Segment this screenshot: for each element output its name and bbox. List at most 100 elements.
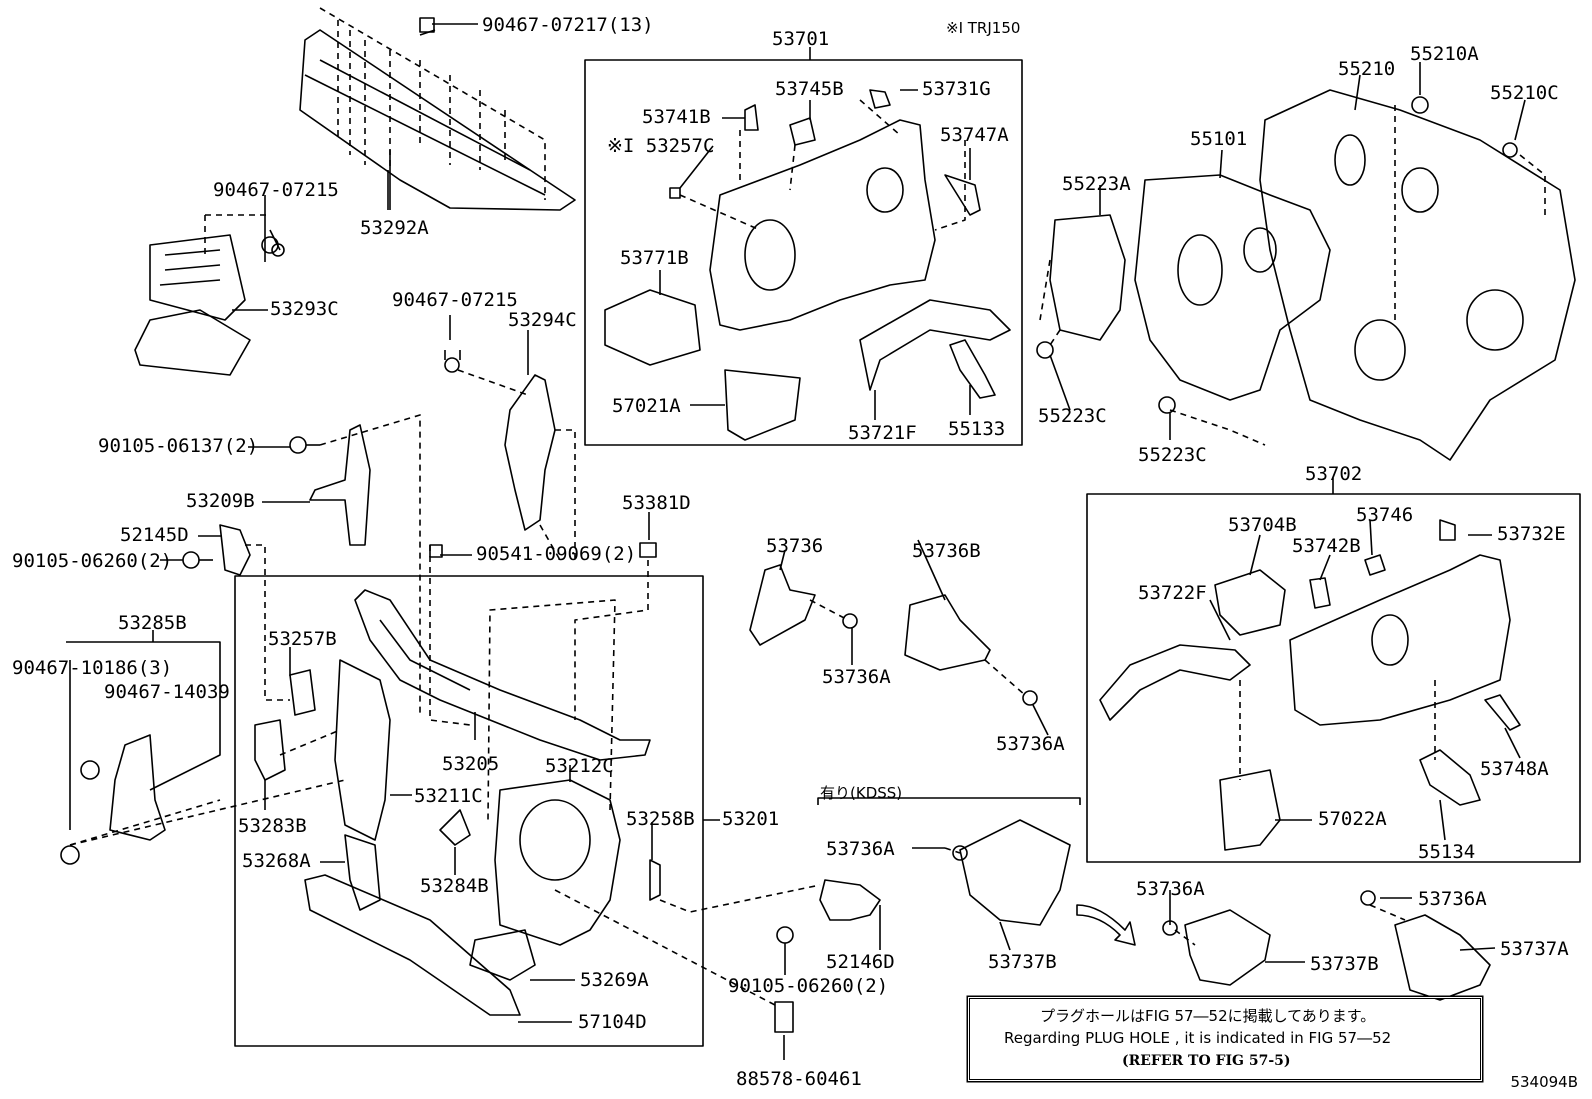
label-53701: 53701 <box>772 28 830 50</box>
part-53212C <box>494 779 621 946</box>
label-53771B: 53771B <box>620 247 689 269</box>
label-52146D: 52146D <box>826 951 895 973</box>
part-55134 <box>1419 749 1481 806</box>
label-53268A: 53268A <box>242 850 311 872</box>
part-53702-apron <box>1289 554 1511 726</box>
leader-lines <box>160 23 1526 1060</box>
label-55210A: 55210A <box>1410 43 1479 65</box>
label-90467-07215-a: 90467-07215 <box>213 179 339 201</box>
label-55210C: 55210C <box>1490 82 1559 104</box>
label-53257B: 53257B <box>268 628 337 650</box>
part-53731G <box>869 89 891 109</box>
part-53737B-a <box>959 819 1071 926</box>
label-53702: 53702 <box>1305 463 1363 485</box>
label-53736A-e: 53736A <box>1418 888 1487 910</box>
part-53741B <box>744 104 759 131</box>
part-57104D <box>304 874 521 1016</box>
diagram-code: 534094B <box>1510 1073 1578 1091</box>
label-53211C: 53211C <box>414 785 483 807</box>
label-55223C-a: 55223C <box>1038 405 1107 427</box>
label-53212C: 53212C <box>545 755 614 777</box>
header-note: ※I TRJ150 <box>946 19 1021 37</box>
group-box-53701 <box>584 59 1023 446</box>
label-53736: 53736 <box>766 535 824 557</box>
label-53258B: 53258B <box>626 808 695 830</box>
label-53737B-b: 53737B <box>1310 953 1379 975</box>
label-53737B-a: 53737B <box>988 951 1057 973</box>
note-jp: プラグホールはFIG 57―52に掲載してあります。 <box>1040 1007 1376 1025</box>
label-53736A-a: 53736A <box>822 666 891 688</box>
label-53201: 53201 <box>722 808 780 830</box>
label-90467-14039: 90467-14039 <box>104 681 230 703</box>
part-53748A <box>1484 694 1521 731</box>
label-53294C: 53294C <box>508 309 577 331</box>
label-53381D: 53381D <box>622 492 691 514</box>
label-57104D: 57104D <box>578 1011 647 1033</box>
label-53284B: 53284B <box>420 875 489 897</box>
note-en: Regarding PLUG HOLE , it is indicated in… <box>1004 1029 1392 1047</box>
part-55101 <box>1134 174 1331 401</box>
part-53737A <box>1394 914 1491 1001</box>
part-53704B <box>1214 569 1286 636</box>
label-53292A: 53292A <box>360 217 429 239</box>
part-53742B <box>1309 577 1331 609</box>
part-53722F <box>1099 644 1251 721</box>
part-53285B <box>109 734 166 841</box>
part-53294C <box>504 374 556 531</box>
label-53269A: 53269A <box>580 969 649 991</box>
part-53746 <box>1364 554 1386 576</box>
part-52145D <box>219 524 251 576</box>
part-53732E <box>1439 519 1456 541</box>
part-53284B <box>439 809 471 846</box>
label-53732E: 53732E <box>1497 523 1566 545</box>
part-53747A <box>944 174 981 216</box>
part-53771B <box>604 289 701 366</box>
label-53745B: 53745B <box>775 78 844 100</box>
label-55101: 55101 <box>1190 128 1248 150</box>
part-57022A <box>1219 769 1281 851</box>
label-53731G: 53731G <box>922 78 991 100</box>
label-55223A: 55223A <box>1062 173 1131 195</box>
label-53283B: 53283B <box>238 815 307 837</box>
label-53736A-c: 53736A <box>826 838 895 860</box>
group-box-53201 <box>234 575 704 1047</box>
label-53285B: 53285B <box>118 612 187 634</box>
part-53268A <box>344 834 381 911</box>
label-90467-07217: 90467-07217(13) <box>482 14 654 36</box>
part-53721F <box>859 299 1011 391</box>
label-55133: 55133 <box>948 418 1006 440</box>
label-53736B: 53736B <box>912 540 981 562</box>
label-53205: 53205 <box>442 753 500 775</box>
part-53737B-b <box>1184 909 1271 986</box>
part-53205 <box>354 589 651 761</box>
part-53292A <box>299 7 576 211</box>
part-57021A <box>724 369 801 441</box>
label-53747A: 53747A <box>940 124 1009 146</box>
label-90467-10186: 90467-10186(3) <box>12 657 173 679</box>
label-53746: 53746 <box>1356 504 1414 526</box>
label-90105-06260-a: 90105-06260(2) <box>12 550 173 572</box>
part-53736 <box>749 564 816 646</box>
part-53745B <box>789 117 816 146</box>
label-53257C: ※I 53257C <box>607 135 715 157</box>
kdss-bracket <box>817 797 1081 805</box>
label-53704B: 53704B <box>1228 514 1297 536</box>
label-53736A-d: 53736A <box>1136 878 1205 900</box>
part-53258B <box>649 859 661 901</box>
label-53293C: 53293C <box>270 298 339 320</box>
label-53742B: 53742B <box>1292 535 1361 557</box>
label-55134: 55134 <box>1418 841 1476 863</box>
arrow <box>1076 904 1136 946</box>
kdss-note: 有り(KDSS) <box>820 784 903 802</box>
label-53722F: 53722F <box>1138 582 1207 604</box>
label-90467-07215-b: 90467-07215 <box>392 289 518 311</box>
label-53209B: 53209B <box>186 490 255 512</box>
plug-hole-note: プラグホールはFIG 57―52に掲載してあります。 Regarding PLU… <box>969 998 1481 1080</box>
label-52145D: 52145D <box>120 524 189 546</box>
label-90105-06137: 90105-06137(2) <box>98 435 259 457</box>
part-55210 <box>1259 89 1576 461</box>
part-53269A <box>469 929 536 981</box>
part-52146D <box>819 879 881 921</box>
